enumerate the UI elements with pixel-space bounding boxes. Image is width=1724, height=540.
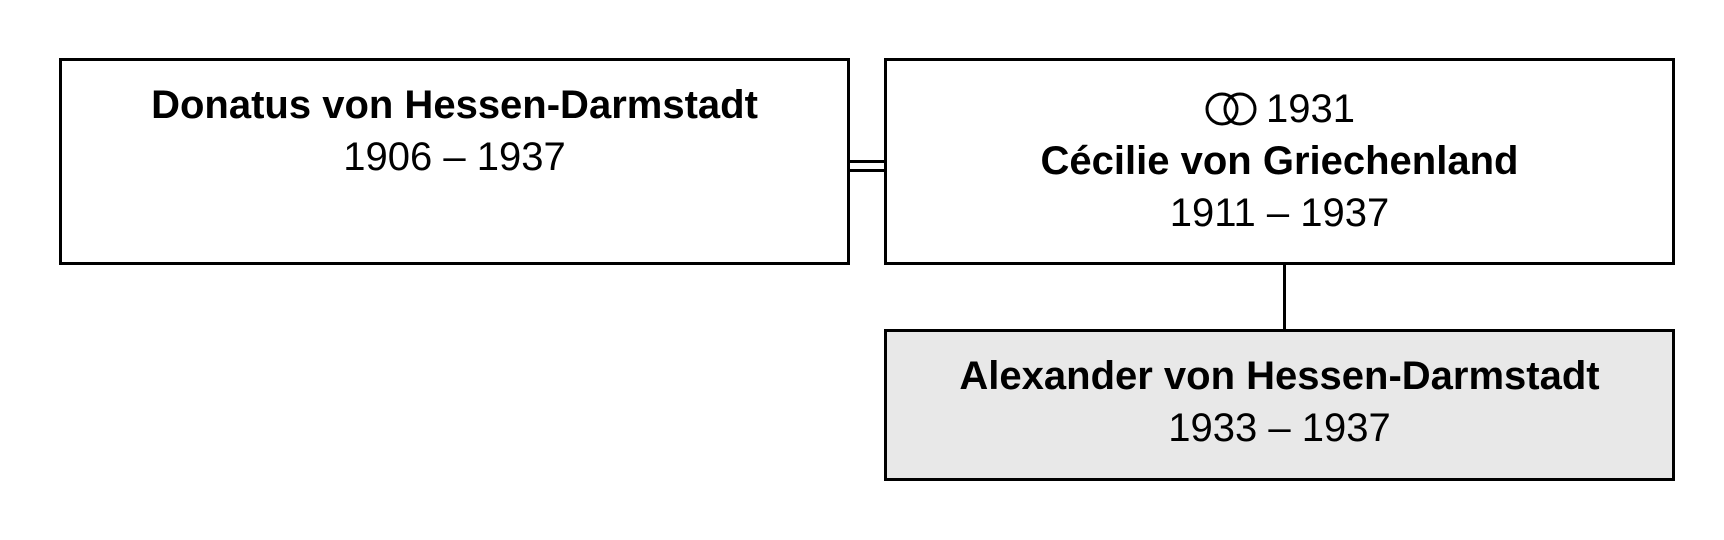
marriage-info: 1931 bbox=[887, 83, 1672, 135]
person-name: Cécilie von Griechenland bbox=[1040, 139, 1519, 183]
marriage-connector-top bbox=[850, 160, 884, 163]
marriage-connector-bottom bbox=[850, 169, 884, 172]
person-dates: 1906 – 1937 bbox=[343, 135, 566, 179]
person-box-cecilie: 1931 Cécilie von Griechenland 1911 – 193… bbox=[884, 58, 1675, 265]
child-connector bbox=[1283, 265, 1286, 329]
person-name: Donatus von Hessen-Darmstadt bbox=[151, 83, 758, 127]
person-box-alexander: Alexander von Hessen-Darmstadt 1933 – 19… bbox=[884, 329, 1675, 481]
marriage-year: 1931 bbox=[1266, 87, 1355, 131]
person-name: Alexander von Hessen-Darmstadt bbox=[959, 354, 1600, 398]
person-dates: 1911 – 1937 bbox=[1169, 191, 1390, 235]
person-dates: 1933 – 1937 bbox=[1168, 406, 1391, 450]
person-box-donatus: Donatus von Hessen-Darmstadt 1906 – 1937 bbox=[59, 58, 850, 265]
rings-icon bbox=[1205, 92, 1257, 126]
